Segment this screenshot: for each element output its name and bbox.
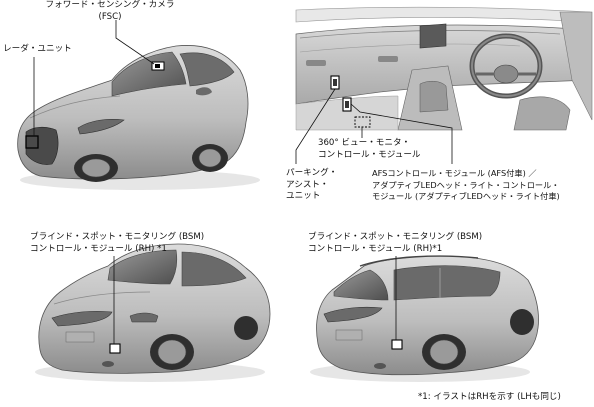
front-sedan-illustration — [17, 45, 260, 190]
bsm-sedan-marker — [109, 343, 121, 354]
leader-lines — [33, 20, 453, 344]
leader-parking — [295, 88, 336, 164]
bsm-wagon-marker — [391, 339, 403, 350]
radar-label: レーダ・ユニット — [3, 44, 72, 54]
bsm-sedan-label-line2: コントロール・モジュール (RH) *1 — [30, 243, 167, 254]
rear-wagon-illustration — [310, 255, 539, 382]
view360-label-line1: 360° ビュー・モニタ・ — [318, 138, 411, 148]
view360-label: 360° ビュー・モニタ・ コントロール・モジュール — [318, 138, 421, 161]
parking-label-line3: ユニット — [286, 191, 321, 201]
rear-sedan-illustration — [35, 243, 271, 382]
afs-label: AFSコントロール・モジュール (AFS付車) ／ アダプティブLEDヘッド・ラ… — [372, 168, 560, 203]
front-sedan-side-window — [179, 52, 235, 87]
bsm-sedan-label-line1: ブラインド・スポット・モニタリング (BSM) — [30, 232, 205, 242]
dashboard — [295, 24, 591, 105]
bsm-wagon-label: ブラインド・スポット・モニタリング (BSM) コントロール・モジュール (RH… — [308, 232, 482, 255]
leader-fsc — [115, 20, 155, 65]
bsm-sedan-label: ブラインド・スポット・モニタリング (BSM) コントロール・モジュール (RH… — [30, 232, 204, 255]
fsc-label: フォワード・センシング・カメラ (FSC) — [40, 0, 180, 23]
radar-unit-marker — [25, 135, 39, 149]
fsc-label-line1: フォワード・センシング・カメラ — [45, 0, 175, 10]
center-display — [419, 23, 447, 49]
front-sedan-windshield — [111, 51, 187, 97]
parking-label: パーキング・ アシスト・ ユニット — [286, 168, 337, 203]
fsc-label-line2: (FSC) — [98, 11, 122, 22]
front-sedan-grille — [25, 126, 59, 165]
interior-illustration — [295, 6, 593, 131]
afs-label-line1: AFSコントロール・モジュール (AFS付車) ／ — [372, 168, 537, 178]
leader-afs — [350, 103, 453, 164]
bsm-wagon-label-line1: ブラインド・スポット・モニタリング (BSM) — [308, 232, 483, 242]
afs-label-line2: アダプティブLEDヘッド・ライト・コントロール・ — [372, 179, 560, 190]
bsm-wagon-label-line2: コントロール・モジュール (RH)*1 — [308, 243, 443, 254]
view360-label-line2: コントロール・モジュール — [318, 149, 421, 160]
parking-label-line1: パーキング・ — [286, 168, 338, 178]
afs-label-line3: モジュール (アダプティブLEDヘッド・ライト付車) — [372, 191, 560, 201]
footnote: *1: イラストはRHを示す (LHも同じ) — [418, 392, 561, 402]
parking-label-line2: アシスト・ — [286, 179, 329, 190]
view360-marker — [354, 116, 371, 128]
